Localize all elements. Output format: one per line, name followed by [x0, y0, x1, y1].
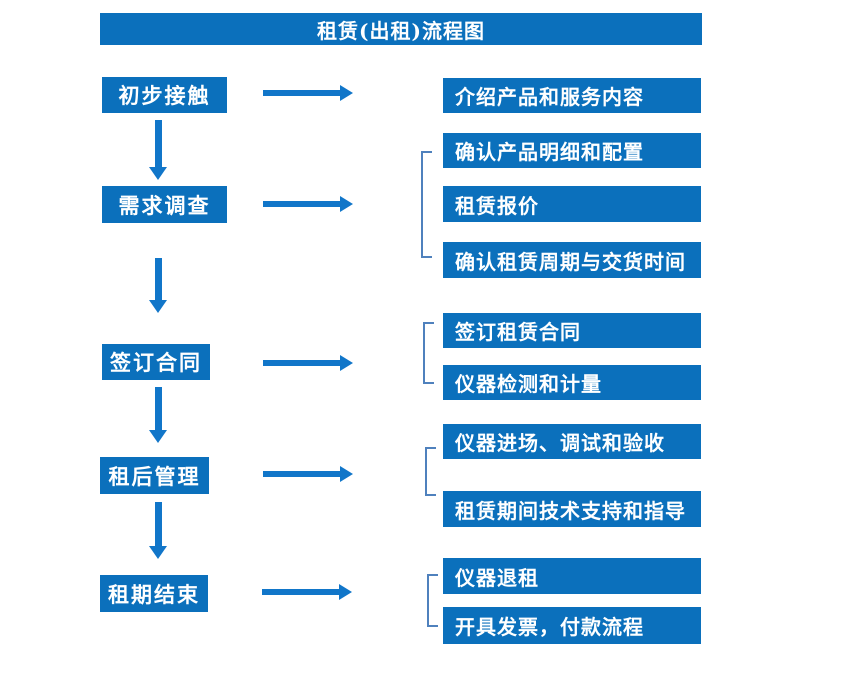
flow-arrow-right-icon	[263, 196, 353, 212]
detail-box-instrument-return: 仪器退租	[443, 558, 701, 594]
step-box-lease-end: 租期结束	[100, 575, 208, 612]
flow-arrow-right-icon	[263, 85, 353, 101]
page-title: 租赁(出租)流程图	[317, 18, 485, 43]
step-box-initial-contact: 初步接触	[102, 77, 227, 113]
detail-box-instrument-install: 仪器进场、调试和验收	[443, 424, 701, 459]
detail-box-intro-products: 介绍产品和服务内容	[443, 78, 701, 113]
flow-arrow-right-icon	[262, 584, 352, 600]
flow-arrow-right-icon	[263, 355, 353, 371]
group-bracket	[425, 447, 436, 496]
flow-arrow-down-icon	[149, 387, 167, 443]
detail-box-invoice-payment: 开具发票，付款流程	[443, 607, 701, 644]
step-box-post-rental-mgmt: 租后管理	[100, 457, 209, 494]
group-bracket	[427, 574, 438, 627]
detail-box-instrument-test: 仪器检测和计量	[443, 365, 701, 400]
flow-arrow-right-icon	[263, 466, 353, 482]
step-box-demand-survey: 需求调查	[102, 186, 227, 223]
title-bar: 租赁(出租)流程图	[100, 13, 702, 45]
flow-arrow-down-icon	[149, 120, 167, 180]
flow-arrow-down-icon	[149, 502, 167, 559]
step-box-sign-contract: 签订合同	[102, 344, 210, 380]
group-bracket	[421, 151, 432, 258]
detail-box-confirm-period: 确认租赁周期与交货时间	[443, 242, 701, 278]
detail-box-sign-lease: 签订租赁合同	[443, 313, 701, 348]
flow-arrow-down-icon	[149, 258, 167, 313]
detail-box-tech-support: 租赁期间技术支持和指导	[443, 491, 701, 527]
detail-box-confirm-config: 确认产品明细和配置	[443, 133, 701, 168]
detail-box-rental-quote: 租赁报价	[443, 186, 701, 222]
group-bracket	[423, 322, 434, 384]
